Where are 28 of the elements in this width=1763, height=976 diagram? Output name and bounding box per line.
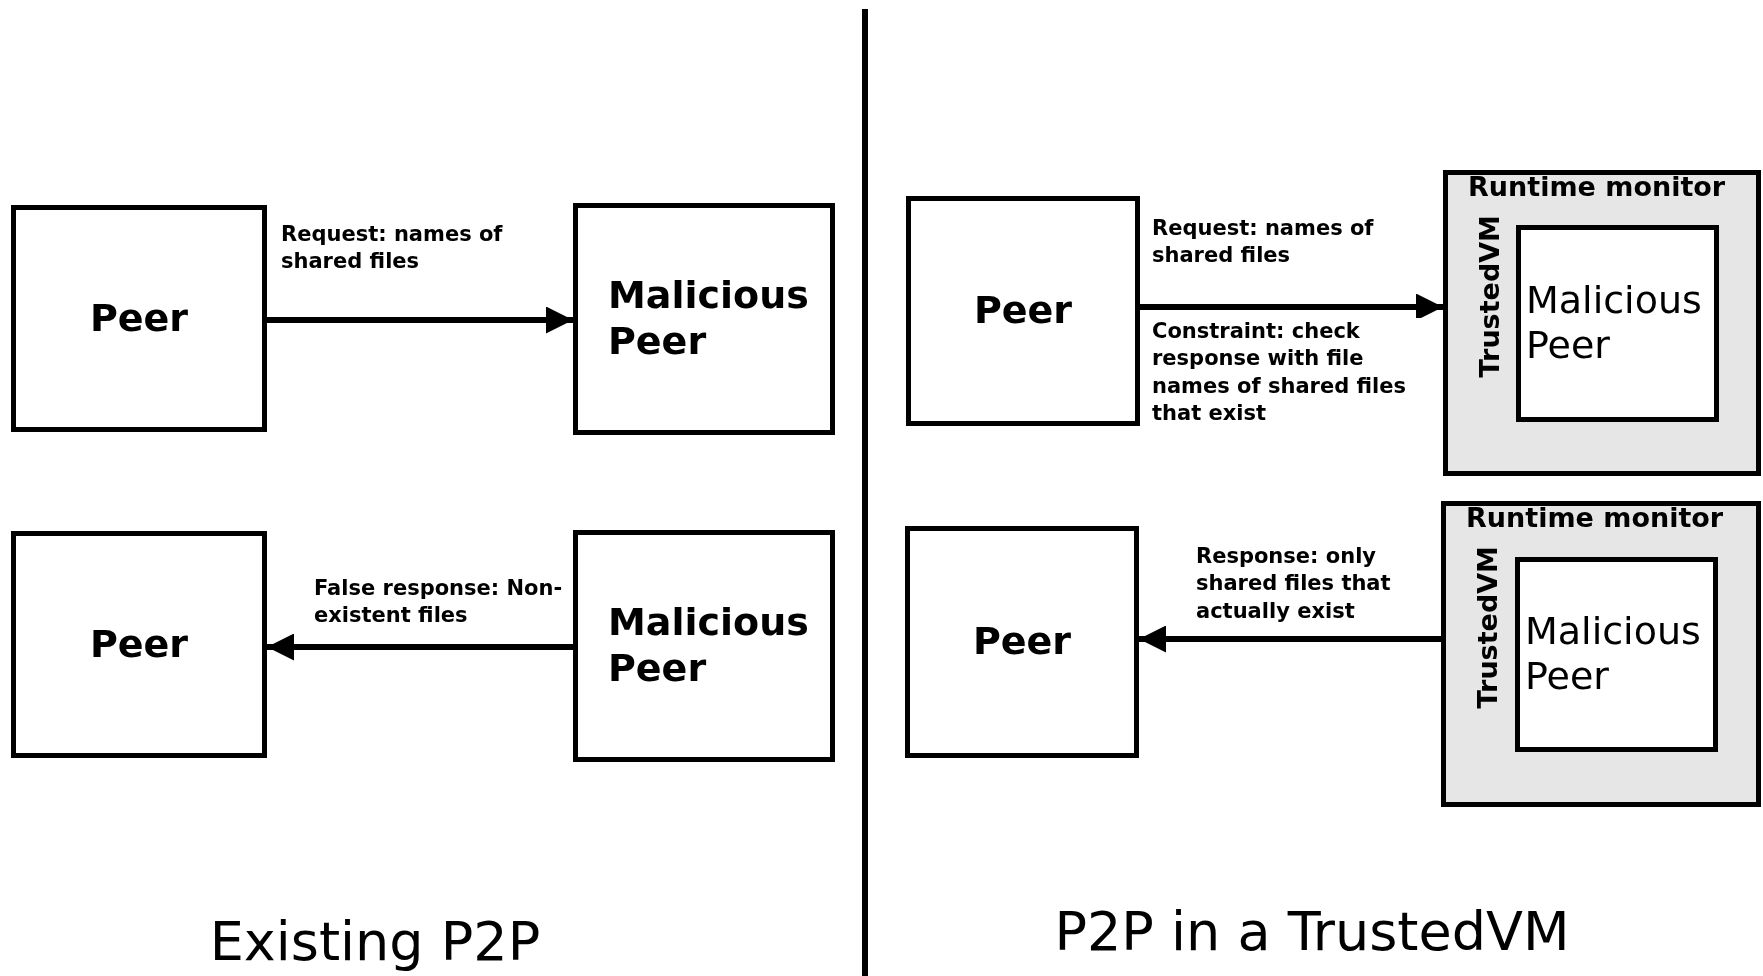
node-label: Malicious Peer [608,600,810,692]
monitor-title: Runtime monitor [1466,502,1724,535]
peer-box [1516,225,1719,422]
vm-label: TrustedVM [1471,545,1504,711]
panel-title: Existing P2P [209,910,541,973]
peer-box [573,530,835,762]
peer-box [573,203,835,435]
node-label: Malicious Peer [608,273,810,365]
vm-label: TrustedVM [1473,214,1506,380]
peer-box [1515,557,1718,752]
panel-title: P2P in a TrustedVM [1054,900,1570,963]
monitor-title: Runtime monitor [1468,171,1726,204]
peer-box [11,205,267,432]
node-label: Peer [972,288,1074,334]
peer-box [906,196,1140,426]
arrow [267,306,573,334]
node-label: Peer [88,295,190,342]
arrow [1140,293,1443,321]
peer-box [905,526,1139,758]
arrow [1139,625,1441,653]
node-label: Malicious Peer [1526,277,1703,370]
monitor-box [1443,170,1761,476]
node-label: Peer [971,619,1073,665]
arrow [267,633,573,661]
peer-box [11,531,267,758]
monitor-box [1441,501,1761,807]
node-label: Peer [88,621,190,668]
node-label: Malicious Peer [1525,608,1702,701]
